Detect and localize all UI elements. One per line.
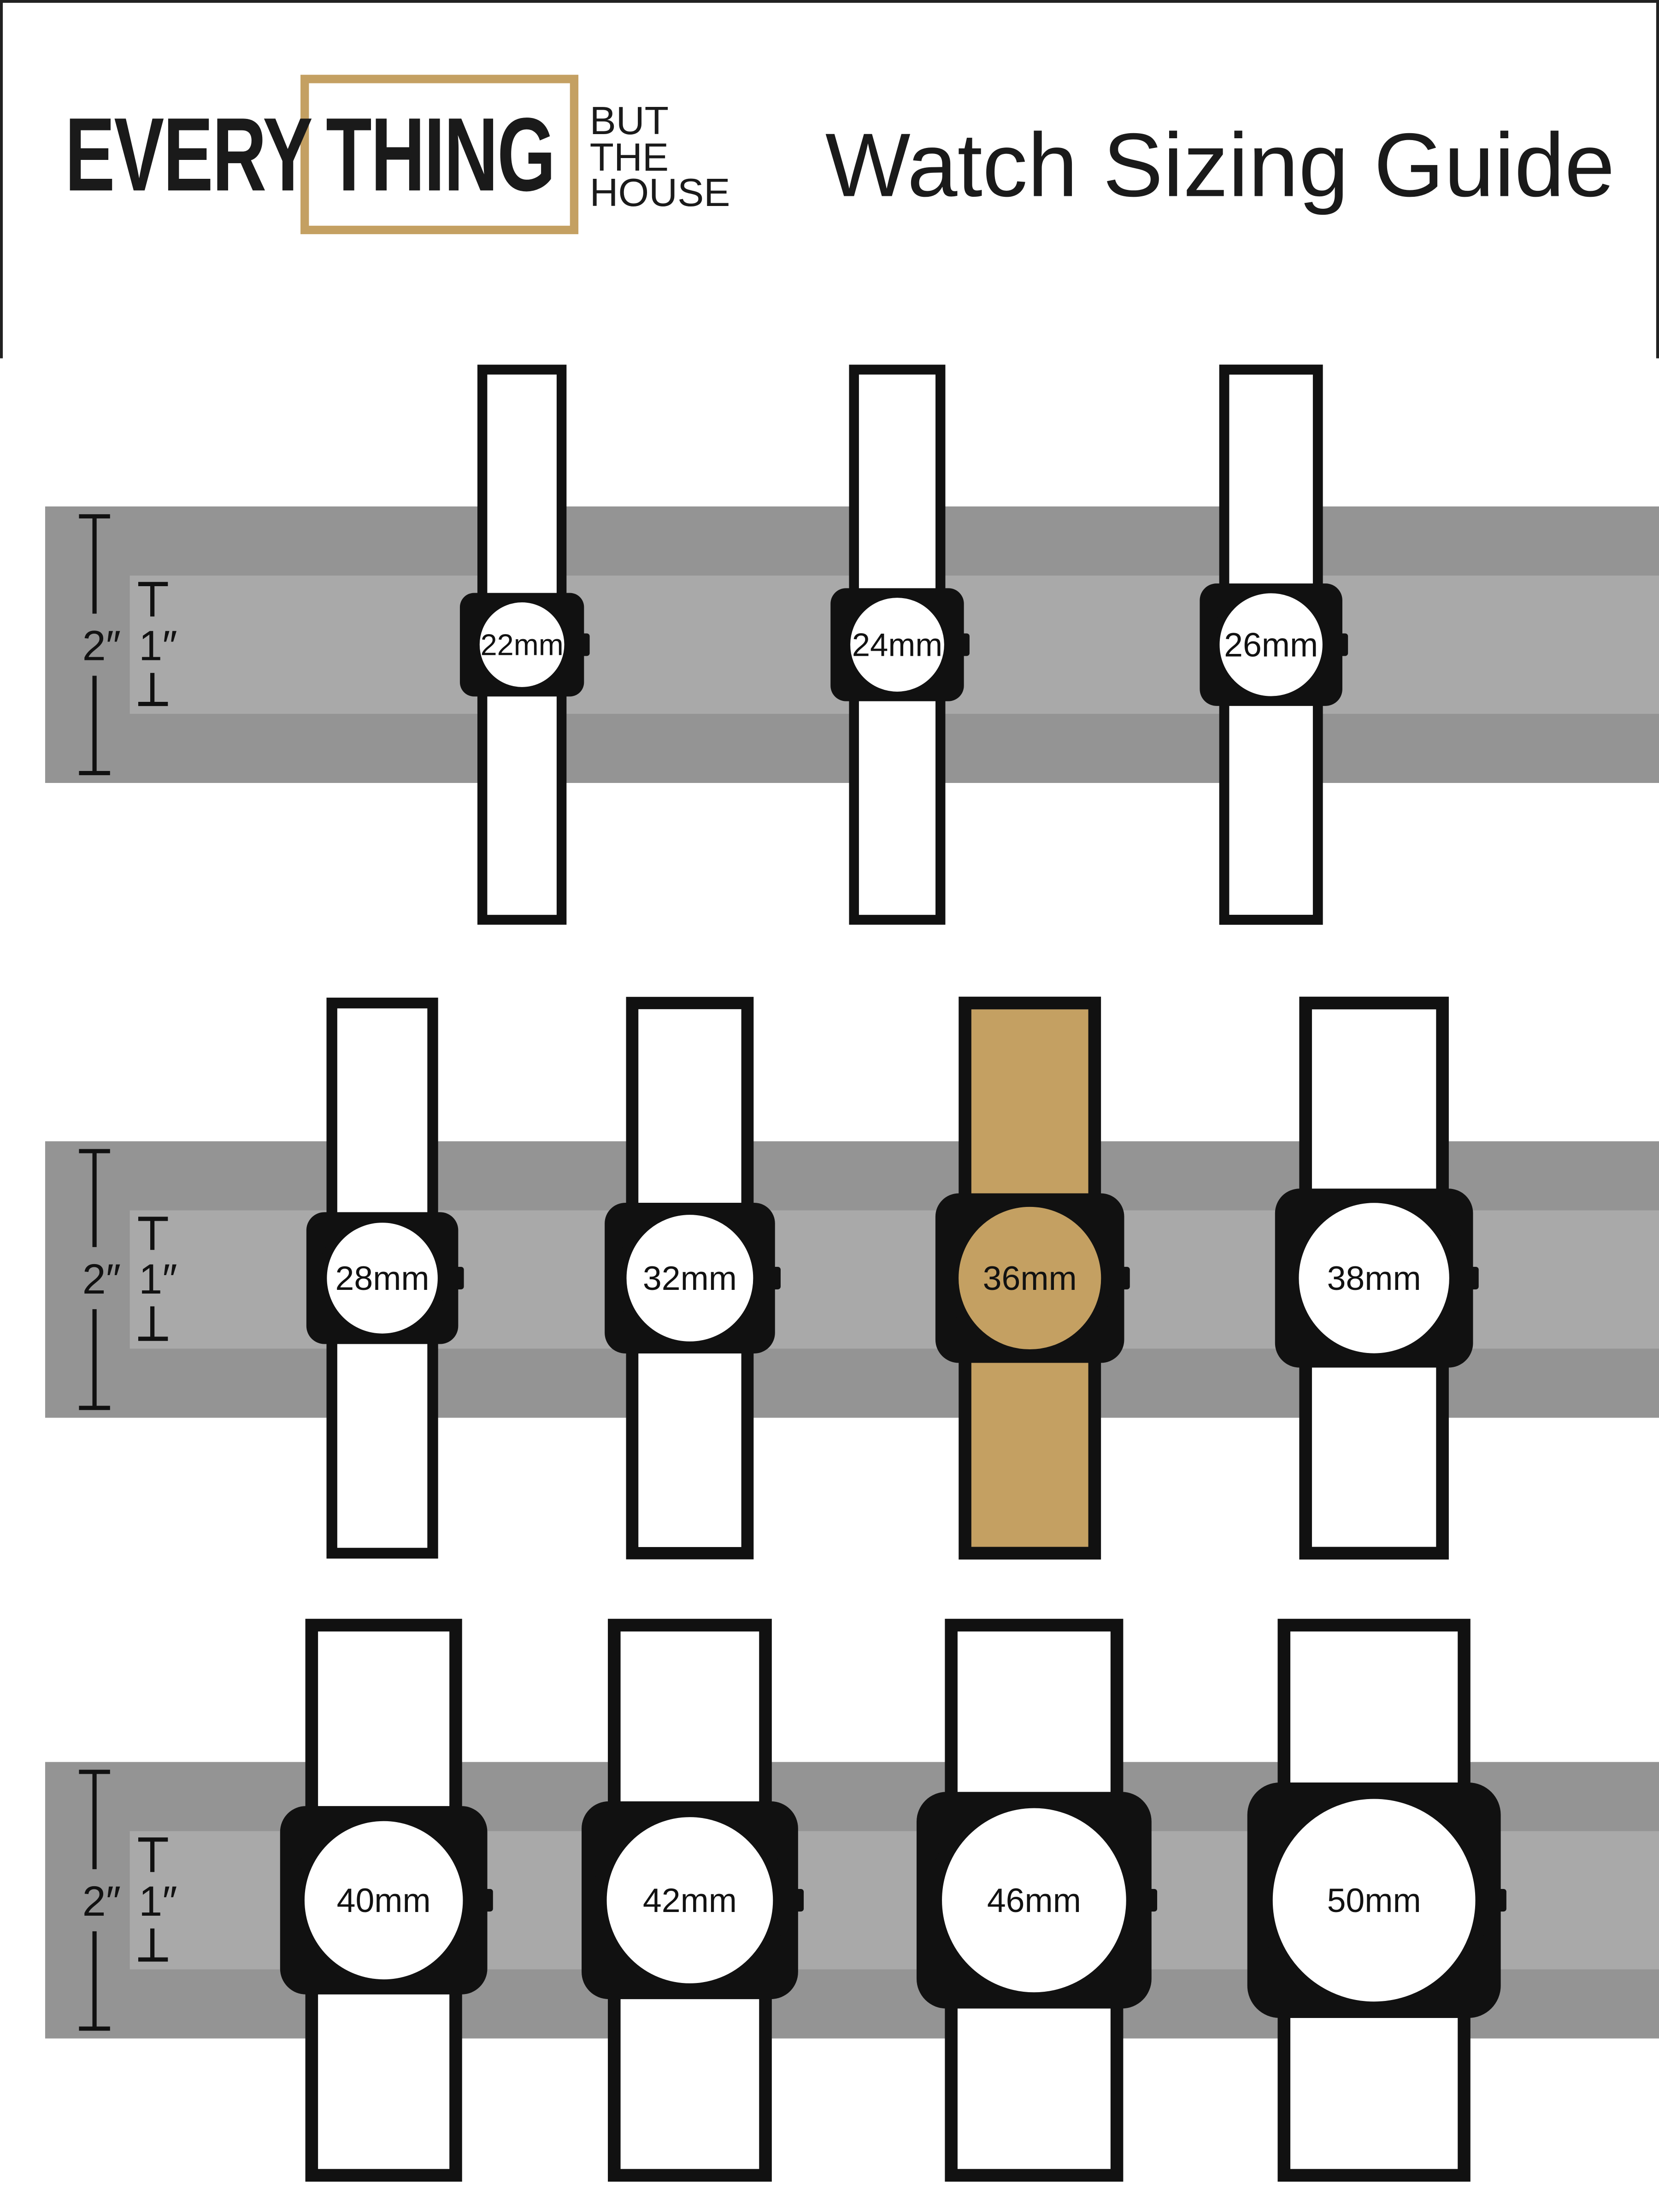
watch-crown [449, 1266, 464, 1289]
watch-38mm: 38mm [1275, 996, 1479, 1560]
watch-row: 2″ 1″ 22mm 24mm 26mm [45, 365, 1659, 925]
watch-face [1259, 1785, 1490, 2016]
watch-26mm: 26mm [1200, 365, 1348, 925]
watch-size-label: 36mm [983, 1259, 1077, 1297]
watch-28mm: 28mm [306, 997, 464, 1559]
watch-size-label: 38mm [1327, 1259, 1421, 1297]
scale-2in: 2″ [79, 1770, 121, 2031]
scale-label-2in: 2″ [82, 623, 121, 670]
scale-2in: 2″ [79, 1149, 121, 1410]
scale-label-2in: 2″ [82, 1878, 121, 1925]
watch-crown [1143, 1888, 1158, 1912]
watch-crown [575, 633, 590, 656]
watch-face [318, 1213, 447, 1343]
scale-label-1in: 1″ [139, 1878, 177, 1925]
watch-face [1286, 1190, 1462, 1366]
watch-crown [789, 1888, 804, 1912]
watch-size-label: 32mm [643, 1259, 737, 1297]
watch-size-label: 42mm [643, 1881, 737, 1919]
watch-size-label: 24mm [852, 627, 942, 663]
watch-crown [955, 633, 970, 656]
scale-1in: 1″ [138, 582, 177, 706]
logo-word-thing: THING [326, 96, 556, 213]
watch-size-label: 26mm [1224, 626, 1318, 664]
watch-size-label: 40mm [337, 1881, 431, 1919]
watch-crown [766, 1266, 781, 1289]
watch-crown [1116, 1266, 1130, 1289]
watch-46mm: 46mm [916, 1618, 1158, 2182]
watch-face [616, 1204, 764, 1352]
watch-face [593, 1803, 787, 1997]
watch-crown [1492, 1888, 1506, 1912]
scale-2in: 2″ [79, 514, 121, 776]
logo-word-house: HOUSE [589, 171, 730, 215]
watch-size-label: 50mm [1327, 1881, 1421, 1919]
header: EVERY THING BUT THE HOUSE Watch Sizing G… [0, 0, 1659, 359]
scale-1in: 1″ [138, 1837, 177, 1962]
scale-label-1in: 1″ [139, 623, 177, 670]
page-title: Watch Sizing Guide [825, 114, 1615, 216]
logo-word-but: BUT [589, 99, 669, 143]
watch-crown [479, 1888, 493, 1912]
watch-40mm: 40mm [280, 1618, 493, 2182]
logo-word-every: EVERY [65, 96, 313, 213]
watch-size-label: 46mm [987, 1881, 1081, 1919]
watch-face [1211, 584, 1331, 705]
watch-32mm: 32mm [605, 997, 781, 1559]
watch-42mm: 42mm [582, 1618, 804, 2182]
scale-label-2in: 2″ [82, 1256, 121, 1303]
logo-word-the: THE [589, 135, 669, 179]
watch-36mm: 36mm [935, 996, 1130, 1560]
watch-crown [1334, 633, 1348, 656]
watch-face [471, 594, 573, 696]
watch-row: 2″ 1″ 28mm 32mm 36mm 38mm [45, 996, 1659, 1560]
watch-50mm: 50mm [1247, 1618, 1506, 2182]
watch-22mm: 22mm [459, 365, 590, 925]
watch-face [841, 589, 953, 700]
watch-size-label: 22mm [481, 628, 564, 662]
watch-face [928, 1794, 1141, 2006]
scale-label-1in: 1″ [139, 1256, 177, 1303]
watch-crown [1465, 1266, 1479, 1289]
watch-24mm: 24mm [830, 365, 970, 925]
watch-face [291, 1808, 477, 1993]
watch-face [947, 1195, 1113, 1361]
scale-1in: 1″ [138, 1217, 177, 1341]
watch-row: 2″ 1″ 40mm 42mm 46mm 50mm [45, 1618, 1659, 2182]
watch-size-label: 28mm [335, 1259, 429, 1297]
logo-frame [300, 75, 579, 235]
